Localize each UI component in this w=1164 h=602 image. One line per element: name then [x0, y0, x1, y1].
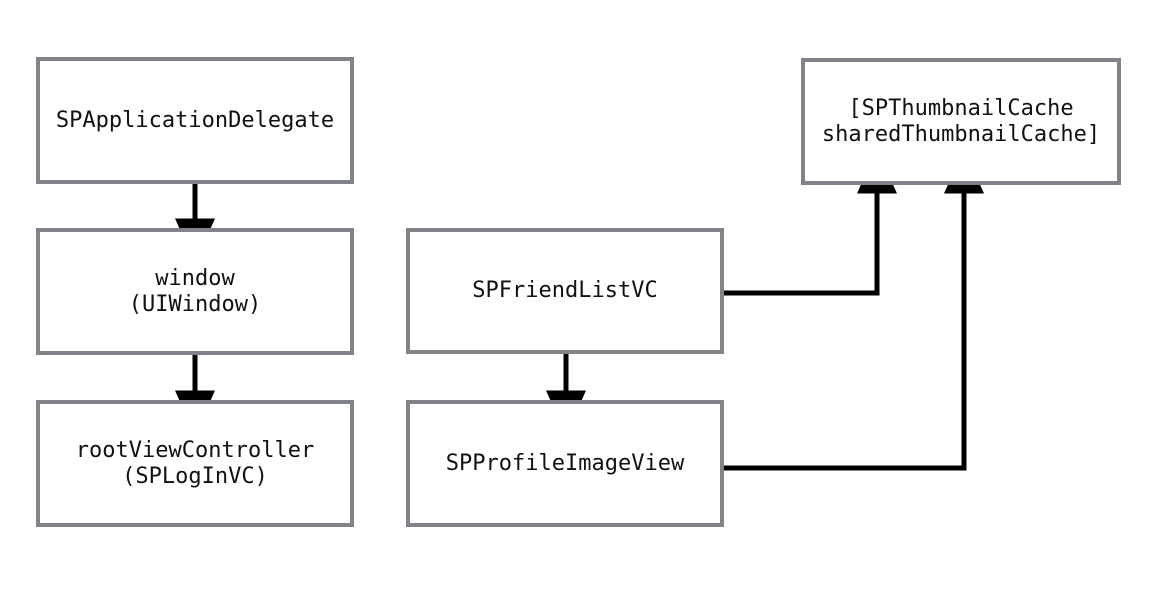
node-window-uiwindow[interactable]: window (UIWindow) [36, 228, 354, 355]
node-sp-profile-image-view[interactable]: SPProfileImageView [406, 400, 724, 527]
node-label-window-uiwindow: window (UIWindow) [128, 265, 262, 317]
edge-friend-list-to-thumbnail-cache [723, 148, 897, 296]
node-label-sp-thumbnail-cache: [SPThumbnailCache sharedThumbnailCache] [821, 95, 1101, 147]
node-sp-thumbnail-cache[interactable]: [SPThumbnailCache sharedThumbnailCache] [801, 58, 1121, 185]
edge-profile-image-view-to-thumbnail-cache [723, 148, 984, 471]
node-root-view-controller[interactable]: rootViewController (SPLogInVC) [36, 400, 354, 527]
node-sp-application-delegate[interactable]: SPApplicationDelegate [36, 57, 354, 184]
node-sp-friend-list-vc[interactable]: SPFriendListVC [406, 228, 724, 354]
node-label-sp-application-delegate: SPApplicationDelegate [55, 107, 335, 133]
node-label-root-view-controller: rootViewController (SPLogInVC) [75, 437, 315, 489]
node-label-sp-friend-list-vc: SPFriendListVC [472, 278, 658, 303]
node-label-sp-profile-image-view: SPProfileImageView [445, 450, 685, 476]
